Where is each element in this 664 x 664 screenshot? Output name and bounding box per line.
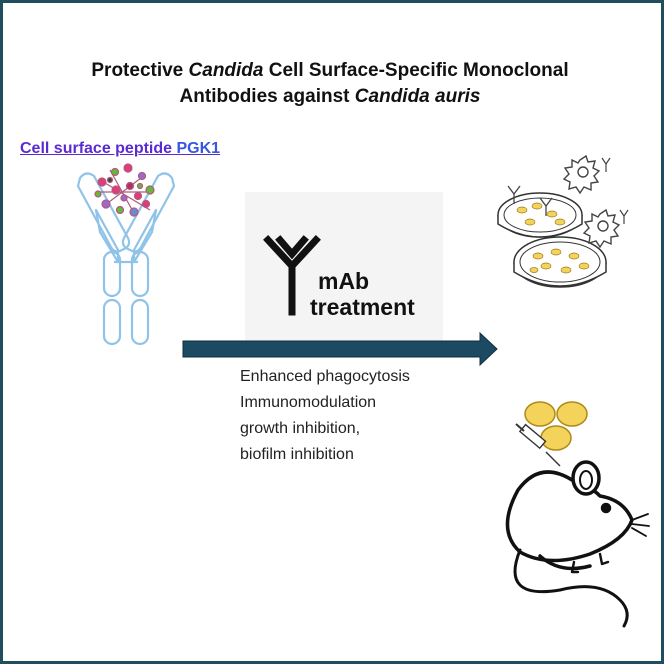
abstract-title: Protective Candida Cell Surface-Specific… [20,58,640,110]
small-antibody-icon [507,185,553,216]
yeast-cells-icon [524,401,588,451]
effects-list: Enhanced phagocytosis Immunomodulation g… [240,364,410,468]
antibody-stem-right-upper [130,250,150,298]
antibody-right-arm-outer [121,172,176,253]
title-line-2: Antibodies against Candida auris [179,86,481,107]
mouse-icon [505,460,650,628]
antibody-stem-right-lower [130,298,150,346]
antibody-stem-left-upper [102,250,122,298]
phagocyte-cell-upper [562,154,601,195]
effect-item: growth inhibition, [240,420,361,437]
effect-item: biofilm inhibition [240,446,354,463]
mab-label-line-1: mAb [318,268,370,294]
effect-item: Immunomodulation [240,394,377,411]
peptide-molecule [94,163,155,217]
phagocyte-cell-lower [582,208,621,249]
mab-treatment-label: mAb treatment [310,268,415,320]
petri-dish-lower [513,236,607,288]
antibody-stem-left-lower [102,298,122,346]
syringe-icon [515,423,561,467]
mab-label-line-2: treatment [310,294,415,320]
peptide-label: Cell surface peptide PGK1 [20,140,221,157]
mab-treatment-box [245,192,443,342]
effect-item: Enhanced phagocytosis [240,368,410,385]
title-line-1: Protective Candida Cell Surface-Specific… [91,60,569,81]
antibody-left-arm-outer [76,172,131,253]
petri-dish-upper [497,192,583,238]
